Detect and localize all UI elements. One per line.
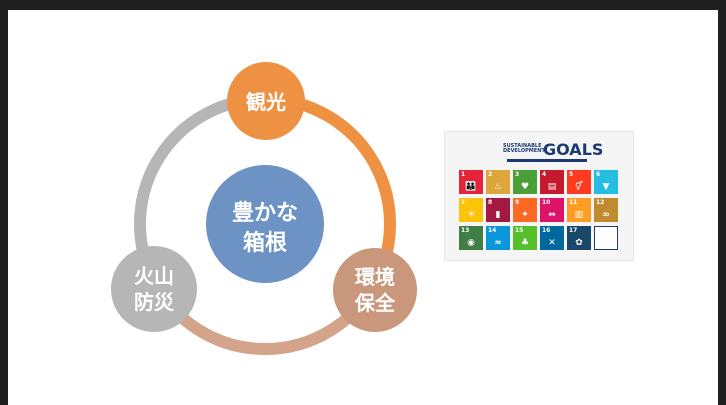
sdg-tile-icon: ♥ — [520, 182, 530, 192]
sdg-tile-7: 7☀ — [459, 198, 483, 222]
sdgs-heading-line2: DEVELOPMENT — [503, 148, 545, 154]
sdg-tile-icon: ▮ — [495, 210, 501, 220]
sdg-tile-number: 4 — [542, 171, 547, 178]
sdg-tile-11: 11 ▥ — [567, 198, 591, 222]
sdg-tile-5: 5⚥ — [567, 170, 591, 194]
sdg-tile-number: 12 — [596, 199, 605, 206]
node-kankyo-label-line1: 環境 — [355, 265, 395, 289]
sdg-tile-number: 13 — [461, 227, 470, 234]
sdg-tile-17: 17 ✿ — [567, 226, 591, 250]
sdg-tile-3: 3♥ — [513, 170, 537, 194]
sdg-tile-icon: ◉ — [467, 238, 475, 248]
sdg-tile-icon: ✦ — [521, 210, 529, 220]
sdg-tile-4: 4▤ — [540, 170, 564, 194]
sdg-tile-number: 3 — [515, 171, 520, 178]
sdg-tile-15: 15 ♣ — [513, 226, 537, 250]
sdg-tile-icon: ♨ — [493, 182, 503, 192]
node-kazan-label-line1: 火山 — [134, 264, 174, 288]
sdg-tile-12: 12 ∞ — [594, 198, 618, 222]
sdgs-goals-word: GOALS — [543, 140, 604, 159]
sdg-tile-number: 7 — [461, 199, 466, 206]
sdgs-tile-grid: 1👪2♨3♥4▤5⚥6▼7☀8▮9✦10⇔11▥12∞13◉14≈15♣16✕1… — [459, 170, 618, 250]
sdg-tile-icon: ▤ — [547, 182, 557, 192]
sdg-tile-icon: ⇔ — [548, 210, 556, 220]
sdgs-heading: SUSTAINABLE DEVELOPMENT — [503, 144, 545, 154]
center-label-line2: 箱根 — [243, 230, 287, 256]
sdg-tile-number: 5 — [569, 171, 574, 178]
sdg-tile-icon: ♣ — [520, 238, 530, 248]
sdg-tile-number: 14 — [488, 227, 497, 234]
sdg-tile-1: 1👪 — [459, 170, 483, 194]
sdg-tile-icon: ≈ — [494, 238, 502, 248]
sdg-tile-9: 9✦ — [513, 198, 537, 222]
sdg-tile-2: 2♨ — [486, 170, 510, 194]
sdg-tile-10: 10 ⇔ — [540, 198, 564, 222]
sdg-tile-14: 14 ≈ — [486, 226, 510, 250]
sdg-tile-6: 6▼ — [594, 170, 618, 194]
sdg-tile-number: 9 — [515, 199, 520, 206]
sdg-tile-number: 2 — [488, 171, 493, 178]
sdg-tile-16: 16 ✕ — [540, 226, 564, 250]
sdg-tile-icon: ✿ — [575, 238, 583, 248]
sdg-tile-18 — [594, 226, 618, 250]
sdg-tile-number: 10 — [542, 199, 551, 206]
sdg-tile-number: 17 — [569, 227, 578, 234]
sdgs-subtitle-bar — [507, 159, 587, 162]
sdg-tile-icon: ✕ — [548, 238, 556, 248]
node-kazan — [111, 246, 197, 332]
sdgs-heading-line1: SUSTAINABLE — [503, 143, 542, 149]
sdg-tile-13: 13 ◉ — [459, 226, 483, 250]
sdg-tile-icon: ▥ — [574, 210, 584, 220]
sdg-tile-icon: ☀ — [466, 210, 476, 220]
sdgs-poster: SUSTAINABLE DEVELOPMENT GOALS 1👪2♨3♥4▤5⚥… — [444, 131, 634, 261]
center-circle — [206, 165, 324, 283]
sdg-tile-number: 15 — [515, 227, 524, 234]
sdg-tile-8: 8▮ — [486, 198, 510, 222]
node-kanko — [227, 62, 305, 140]
sdg-tile-number: 8 — [488, 199, 493, 206]
node-kanko-label: 観光 — [246, 90, 286, 114]
sdg-tile-icon: ∞ — [602, 210, 610, 220]
sdg-tile-number: 1 — [461, 171, 466, 178]
node-kankyo-label-line2: 保全 — [354, 291, 396, 315]
sdg-tile-number: 11 — [569, 199, 578, 206]
node-kazan-label-line2: 防災 — [134, 290, 175, 314]
sdg-tile-icon: ▼ — [602, 182, 610, 192]
center-label-line1: 豊かな — [232, 200, 298, 226]
node-kankyo — [333, 248, 417, 332]
sdg-tile-number: 16 — [542, 227, 551, 234]
sdg-tile-icon: 👪 — [465, 182, 477, 192]
sdg-tile-icon: ⚥ — [574, 182, 584, 192]
sdg-tile-number: 6 — [596, 171, 601, 178]
